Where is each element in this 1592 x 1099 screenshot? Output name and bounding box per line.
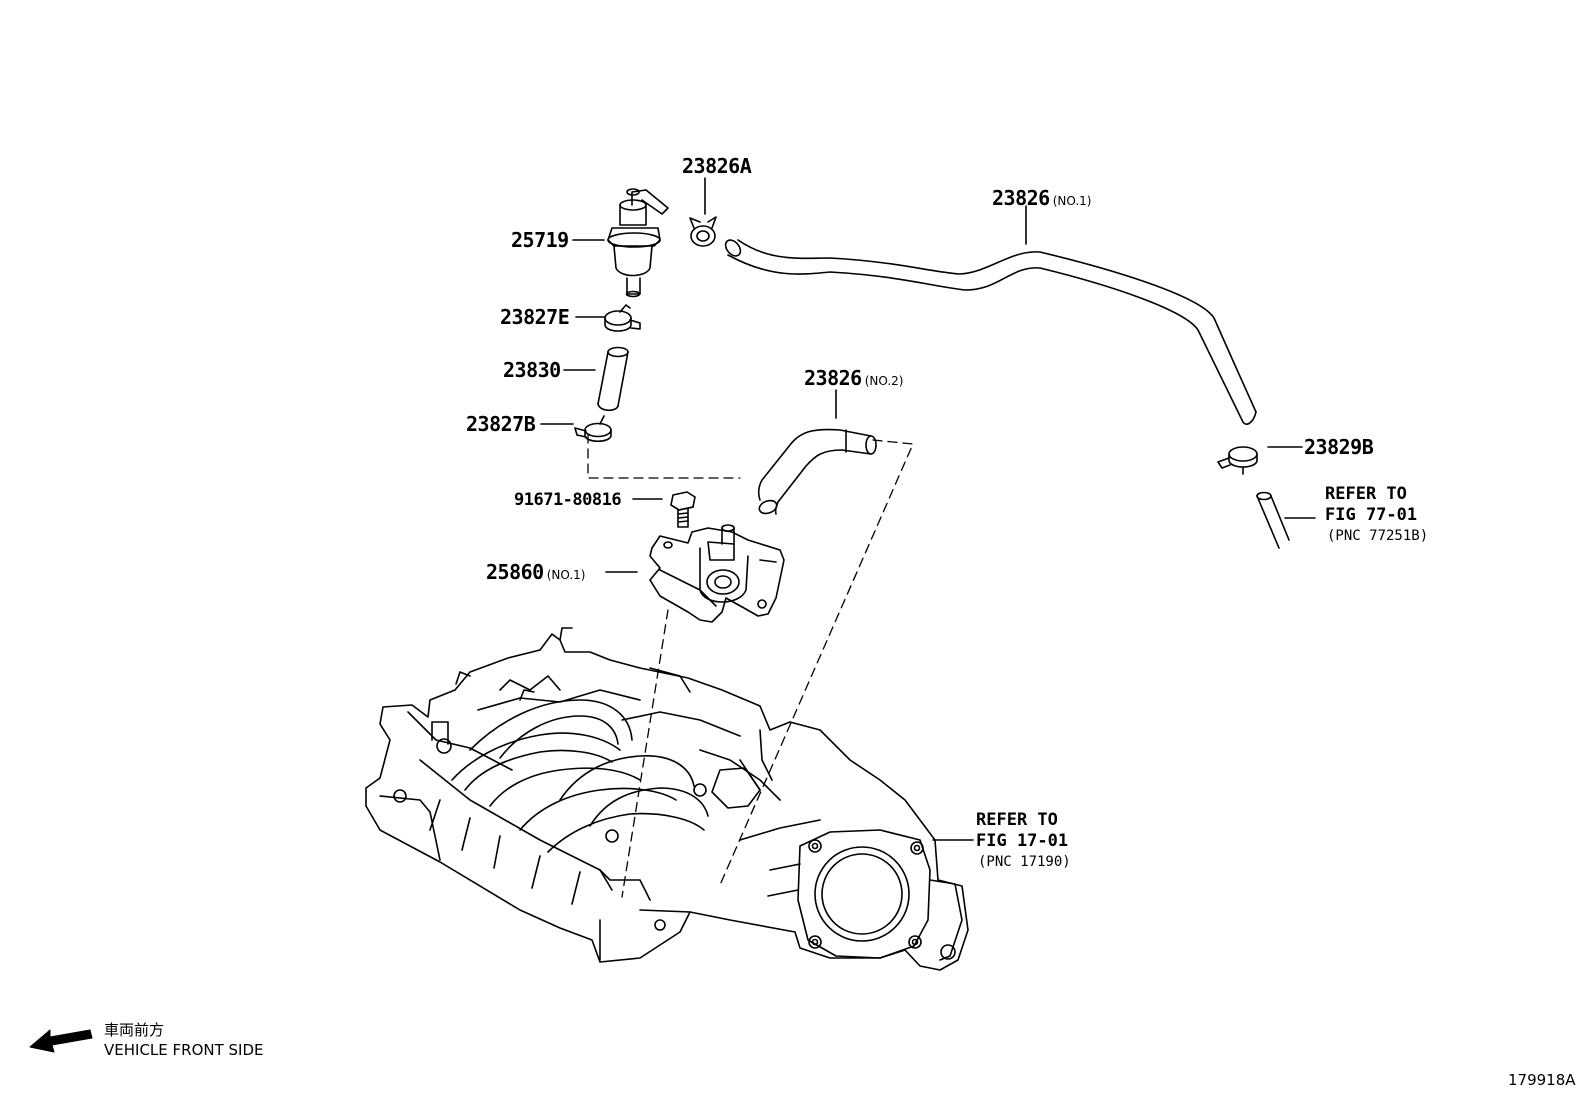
label-23826-no2-suffix: (NO.2) [864,374,904,388]
hose-ref-77 [1256,491,1290,549]
hose-23830 [597,346,629,412]
reference-fig-77-line2: FIG 77-01 [1325,505,1418,525]
vehicle-front-en: VEHICLE FRONT SIDE [104,1041,264,1059]
label-25860-no1[interactable]: 25860(NO.1) [486,561,585,586]
label-23826-no2[interactable]: 23826(NO.2) [804,367,903,392]
label-23827b[interactable]: 23827B [466,412,536,436]
hose-23826-no1 [724,239,1257,425]
clip-23829b [1217,446,1258,475]
label-23826-no1-number: 23826 [992,186,1050,210]
reference-fig-17-line2: FIG 17-01 [976,831,1069,851]
label-23829b[interactable]: 23829B [1304,435,1374,459]
reference-fig-17-01[interactable]: REFER TO FIG 17-01 (PNC 17190) [976,810,1071,873]
label-25860-number: 25860 [486,560,544,584]
reference-fig-17-line1: REFER TO [976,810,1058,830]
reference-fig-17-pnc: (PNC 17190) [978,854,1071,870]
label-91671-80816[interactable]: 91671-80816 [514,490,622,510]
assembly-dashed-lines [587,433,914,898]
leader-lines [540,177,1316,841]
reference-fig-77-01[interactable]: REFER TO FIG 77-01 (PNC 77251B) [1325,484,1428,547]
label-23826a[interactable]: 23826A [682,154,752,178]
label-23826-no1-suffix: (NO.1) [1052,194,1092,208]
vsv-valve-25860 [649,524,785,623]
vehicle-front-jp: 車両前方 [104,1021,165,1039]
figure-code: 179918A [1508,1071,1576,1089]
label-25860-suffix: (NO.1) [546,568,586,582]
label-23826-no1[interactable]: 23826(NO.1) [992,187,1091,212]
label-23830[interactable]: 23830 [503,358,561,382]
reference-fig-77-line1: REFER TO [1325,484,1407,504]
clip-23827b [574,415,612,443]
vehicle-front-note: 車両前方 VEHICLE FRONT SIDE [104,1020,264,1060]
vehicle-front-arrow-icon [29,1029,93,1053]
reference-fig-77-pnc: (PNC 77251B) [1327,528,1429,544]
clip-23827e [604,304,641,332]
hose-23826-no2 [757,428,877,515]
bolt-91671 [670,491,696,528]
intake-manifold [365,627,969,971]
valve-25719 [607,188,669,298]
label-25719[interactable]: 25719 [511,228,569,252]
clip-23826a [689,216,717,247]
label-23826-no2-number: 23826 [804,366,862,390]
label-23827e[interactable]: 23827E [500,305,570,329]
